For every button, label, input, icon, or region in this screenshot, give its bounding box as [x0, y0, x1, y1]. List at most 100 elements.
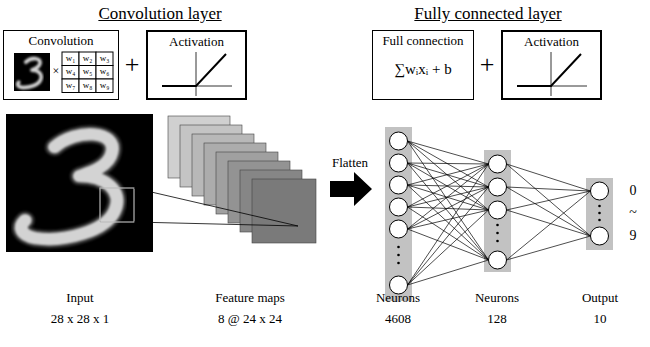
- kernel-cell: [96, 79, 113, 93]
- kernel-cell: [79, 52, 96, 66]
- neuron: [489, 201, 507, 219]
- connection-line: [408, 207, 489, 260]
- neuron: [489, 251, 507, 269]
- neuron: [390, 220, 408, 238]
- input-digit: [21, 134, 117, 239]
- neuron: [390, 198, 408, 216]
- dot: [397, 246, 400, 249]
- box-title: Full connection: [373, 33, 473, 49]
- relu-curve: [162, 54, 226, 86]
- kernel-weight: w₃: [100, 54, 110, 64]
- section-heading: Fully connected layer: [414, 5, 561, 24]
- feature-map: [252, 179, 316, 243]
- kernel-weight: w₂: [83, 54, 93, 64]
- connection-line: [408, 210, 489, 229]
- neuron: [390, 132, 408, 150]
- kernel-cell: [96, 66, 113, 80]
- connection-line: [507, 210, 591, 236]
- connection-line: [507, 191, 591, 210]
- layer-size: 28 x 28 x 1: [51, 312, 110, 326]
- flatten-label: Flatten: [332, 156, 368, 170]
- class-label: ~: [629, 205, 637, 220]
- axis: [551, 52, 552, 96]
- kernel-weight: w₄: [66, 67, 76, 77]
- layer-name: Input: [66, 291, 93, 305]
- connection-line: [408, 260, 489, 285]
- layer-name: Neurons: [376, 291, 420, 305]
- input-image: [6, 114, 153, 252]
- neuron: [390, 154, 408, 172]
- kernel-weight: w₆: [100, 67, 110, 77]
- connection-line: [408, 141, 489, 187]
- connection-line: [507, 164, 591, 191]
- connection-line: [408, 164, 489, 207]
- connection-line: [408, 229, 489, 260]
- layer-name: Neurons: [475, 291, 519, 305]
- connection-line: [408, 163, 489, 260]
- connection-line: [408, 141, 489, 210]
- connection-line: [408, 141, 489, 164]
- dot: [598, 219, 601, 222]
- kernel-grid: [62, 52, 113, 93]
- connection-line: [408, 210, 489, 285]
- formula: ∑wᵢxᵢ + b: [373, 61, 473, 78]
- neuron-band: [385, 127, 412, 301]
- connection-line: [408, 207, 489, 210]
- relu-graph: [162, 52, 232, 96]
- connection-line: [408, 185, 489, 210]
- kernel-cell: [62, 52, 79, 66]
- connection-line: [507, 187, 591, 236]
- plus-sign: +: [480, 51, 495, 80]
- relu-curve: [517, 54, 581, 86]
- connection-line: [408, 141, 489, 260]
- neurons: [390, 132, 609, 294]
- section-heading: Convolution layer: [98, 5, 221, 24]
- digit-thumbnail: [14, 53, 50, 91]
- layer-box: Activation: [501, 30, 602, 100]
- layer-box: Full connection ∑wᵢxᵢ + b: [372, 30, 474, 100]
- projection-line: [134, 222, 298, 226]
- box-title: Convolution: [4, 33, 118, 49]
- connection-line: [408, 163, 489, 187]
- receptive-field: [100, 188, 134, 222]
- connection-line: [408, 187, 489, 207]
- dot: [598, 212, 601, 215]
- connection-line: [507, 191, 591, 260]
- dot: [598, 205, 601, 208]
- dot: [397, 262, 400, 265]
- kernel-cell: [62, 79, 79, 93]
- layer-size: 10: [594, 312, 607, 326]
- dot: [496, 224, 499, 227]
- kernel-cell: [96, 52, 113, 66]
- box-title: Activation: [148, 34, 245, 50]
- class-label: 9: [630, 228, 637, 243]
- dot: [397, 254, 400, 257]
- dot: [496, 232, 499, 235]
- kernel-weight: w₇: [66, 81, 76, 91]
- layer-size: 8 @ 24 x 24: [218, 312, 282, 326]
- kernel-weight: w₈: [83, 81, 93, 91]
- dot: [496, 240, 499, 243]
- connection-line: [408, 163, 489, 164]
- ellipsis-dots: [397, 205, 601, 265]
- kernel-cell: [62, 66, 79, 80]
- layer-name: Feature maps: [215, 291, 285, 305]
- kernel-cell: [79, 79, 96, 93]
- connection-line: [408, 187, 489, 285]
- neuron-band: [586, 178, 613, 250]
- connection-line: [408, 187, 489, 229]
- digit-stroke: [18, 59, 41, 88]
- kernel-weight: w₁: [66, 54, 76, 64]
- connection-line: [507, 187, 591, 191]
- kernel-cell: [79, 66, 96, 80]
- neuron: [489, 155, 507, 173]
- neuron: [591, 227, 609, 245]
- connection-line: [408, 163, 489, 210]
- kernel-weight: w₅: [83, 67, 93, 77]
- connection-line: [408, 164, 489, 229]
- connection-line: [507, 236, 591, 260]
- relu-graph: [517, 52, 587, 96]
- layer-name: Output: [582, 291, 618, 305]
